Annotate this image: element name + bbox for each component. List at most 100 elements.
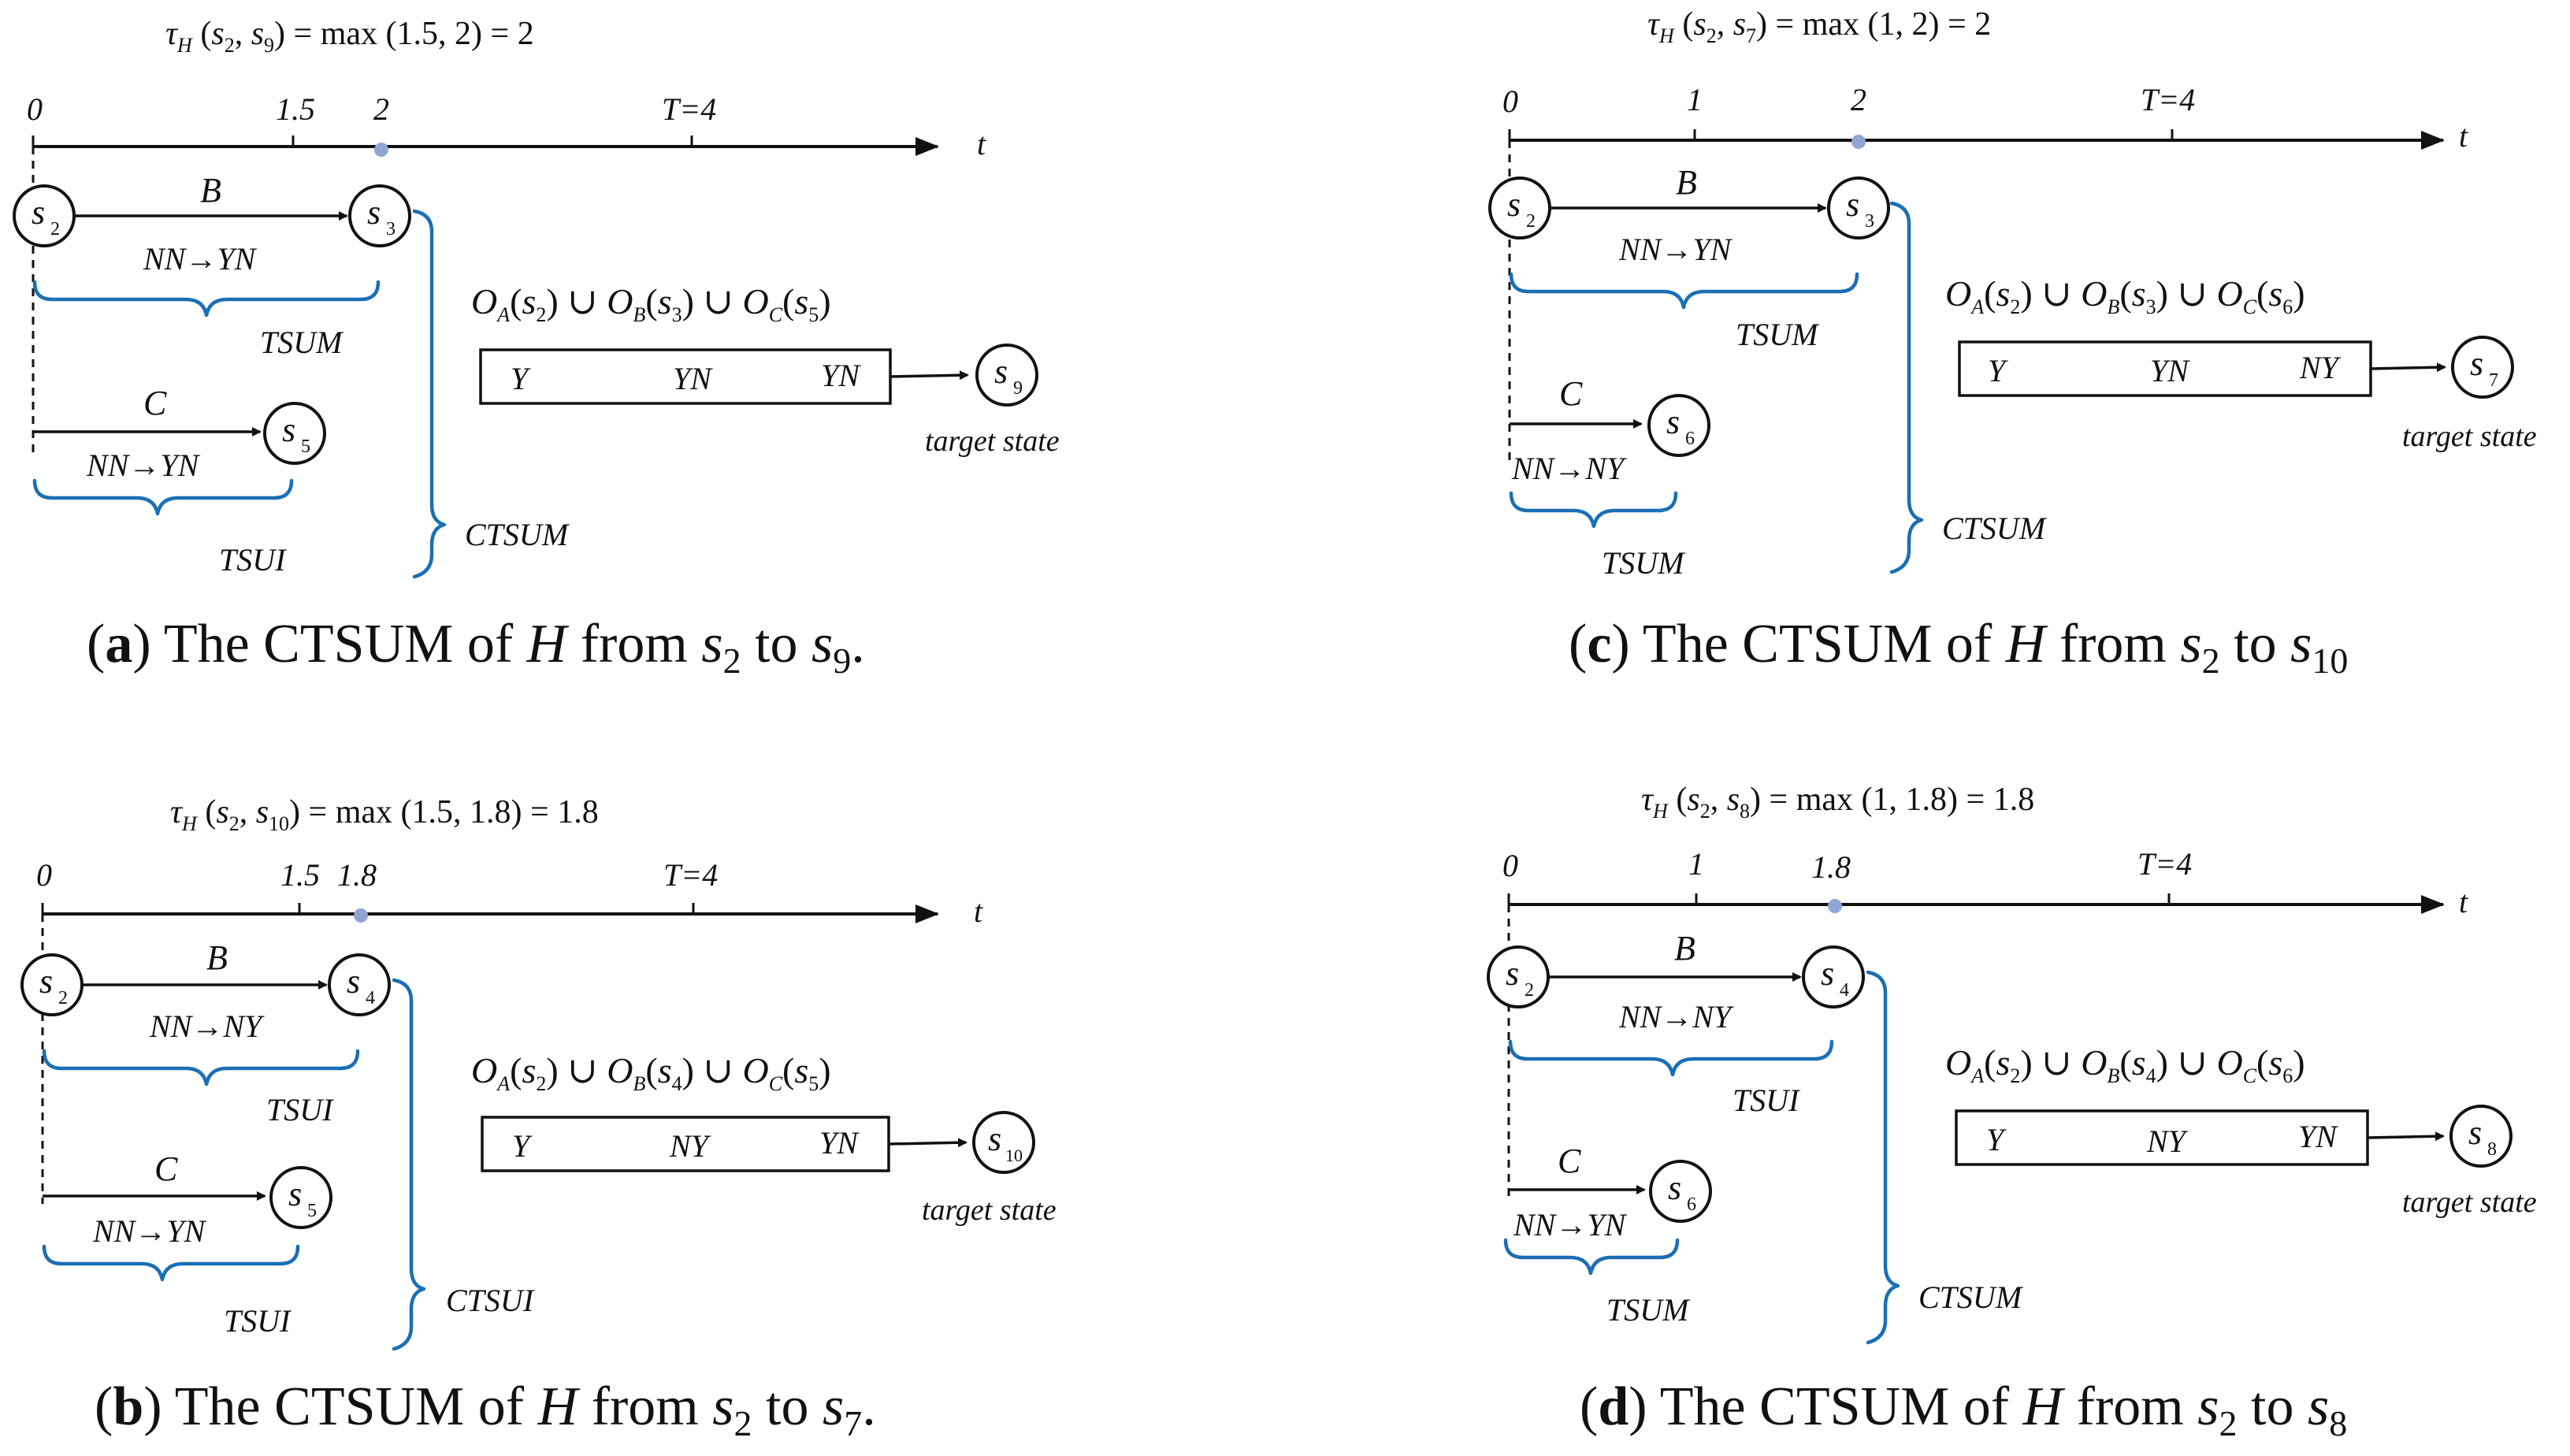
- brace-edge-c: [32, 478, 294, 516]
- edge-b-transition: NN→YN: [143, 241, 258, 277]
- panel-d: τH (s2, s8) = max (1, 1.8) = 1.8 t 0 1 1…: [1285, 728, 2570, 1456]
- target-arrow: [2367, 1131, 2445, 1142]
- svg-text:7: 7: [2489, 370, 2498, 391]
- panel-b: τH (s2, s10) = max (1.5, 1.8) = 1.8 t 0 …: [0, 728, 1285, 1456]
- panel-a: τH (s2, s9) = max (1.5, 2) = 2 t 0 1.5 2…: [0, 0, 1285, 728]
- edge-b-transition: NN→NY: [149, 1008, 265, 1044]
- brace-edge-c-label: TSUI: [219, 542, 287, 578]
- svg-text:s: s: [32, 193, 45, 232]
- edge-b-label: B: [206, 938, 228, 977]
- brace-edge-b-label: TSUM: [260, 325, 344, 360]
- tick-label: 0: [1502, 848, 1518, 883]
- caption-c: (c) The CTSUM of H from s2 to s10: [1569, 614, 2349, 681]
- target-arrow: [888, 1138, 967, 1148]
- observation-value: YN: [673, 361, 713, 396]
- observation-value: NY: [669, 1128, 711, 1164]
- brace-edge-b: [1509, 272, 1859, 310]
- brace-edge-c: [42, 1244, 300, 1282]
- edge-b-label: B: [1674, 929, 1695, 968]
- union-expression: OA(s2) ∪ OB(s4) ∪ OC(s6): [1945, 1042, 2305, 1087]
- svg-text:s: s: [994, 352, 1008, 391]
- edge-c-label: C: [1558, 1142, 1581, 1180]
- brace-combined: [412, 209, 447, 579]
- tick-label: 1.5: [276, 91, 315, 127]
- svg-text:s: s: [367, 193, 381, 232]
- tick-label: 2: [1851, 82, 1866, 117]
- tick-label: 2: [373, 91, 389, 127]
- tick-label: T=4: [2137, 846, 2192, 882]
- svg-text:4: 4: [366, 988, 375, 1008]
- svg-text:2: 2: [58, 988, 68, 1008]
- brace-combined: [1866, 970, 1900, 1345]
- brace-edge-c: [1503, 1238, 1680, 1276]
- tick-label: 1: [1687, 82, 1703, 117]
- completion-marker-dot: [374, 143, 388, 157]
- target-state-label: target state: [2402, 1186, 2537, 1219]
- brace-combined-label: CTSUI: [446, 1283, 535, 1318]
- tick-label: 0: [1502, 84, 1518, 119]
- svg-text:10: 10: [1005, 1146, 1023, 1165]
- brace-edge-c-label: TSUM: [1602, 545, 1686, 581]
- caption-a: (a) The CTSUM of H from s2 to s9.: [87, 614, 865, 681]
- svg-text:s: s: [2468, 1113, 2482, 1152]
- edge-c-transition: NN→NY: [1511, 451, 1627, 486]
- union-expression: OA(s2) ∪ OB(s3) ∪ OC(s5): [471, 281, 831, 326]
- edge-c-transition: NN→YN: [86, 448, 201, 483]
- axis-label-t: t: [974, 893, 983, 929]
- svg-text:s: s: [347, 962, 360, 1001]
- observation-box: [1955, 1109, 2369, 1166]
- svg-text:s: s: [282, 410, 295, 449]
- svg-text:8: 8: [2487, 1139, 2497, 1160]
- observation-value: Y: [1988, 353, 2008, 388]
- brace-combined: [1889, 201, 1924, 574]
- observation-value: NY: [2299, 350, 2342, 385]
- axis-label-t: t: [2459, 884, 2468, 919]
- brace-edge-b-label: TSUM: [1736, 317, 1820, 352]
- svg-text:s: s: [1506, 954, 1519, 993]
- svg-text:3: 3: [1865, 211, 1874, 232]
- observation-box: [1958, 340, 2372, 397]
- panel-c: τH (s2, s7) = max (1, 2) = 2 t 0 1 2 T=4…: [1285, 0, 2570, 728]
- edge-b-label: B: [1676, 163, 1697, 202]
- brace-edge-b: [42, 1049, 360, 1086]
- caption-d: (d) The CTSUM of H from s2 to s8: [1580, 1376, 2348, 1443]
- svg-text:s: s: [1821, 954, 1834, 993]
- observation-value: NY: [2146, 1124, 2189, 1159]
- edge-c-label: C: [143, 384, 167, 422]
- ctsum-diagram-c: τH (s2, s7) = max (1, 2) = 2 t 0 1 2 T=4…: [1488, 6, 2537, 581]
- svg-text:2: 2: [1525, 980, 1534, 1001]
- observation-value: Y: [512, 1128, 533, 1164]
- axis-label-t: t: [977, 126, 986, 162]
- svg-text:6: 6: [1685, 429, 1695, 449]
- tick-label: 1: [1688, 846, 1704, 882]
- tick-label: T=4: [2141, 82, 2195, 117]
- target-arrow: [2370, 362, 2446, 373]
- brace-edge-c-label: TSUM: [1606, 1292, 1691, 1328]
- edge-c-label: C: [1559, 374, 1583, 413]
- svg-text:3: 3: [386, 219, 396, 240]
- brace-combined: [392, 978, 426, 1351]
- ctsum-diagram-b: τH (s2, s10) = max (1.5, 1.8) = 1.8 t 0 …: [20, 794, 1057, 1351]
- tick-label: 1.8: [1811, 849, 1851, 885]
- target-state-label: target state: [2402, 420, 2537, 453]
- tick-label: 1.5: [280, 857, 320, 893]
- brace-edge-b-label: TSUI: [1733, 1083, 1800, 1118]
- observation-value: Y: [1986, 1122, 2007, 1157]
- edge-c-transition: NN→YN: [1513, 1207, 1628, 1242]
- duration-formula: τH (s2, s8) = max (1, 1.8) = 1.8: [1641, 782, 2034, 823]
- brace-edge-c-label: TSUI: [224, 1303, 292, 1339]
- observation-value: Y: [511, 361, 531, 396]
- observation-value: YN: [821, 358, 861, 393]
- svg-text:s: s: [988, 1120, 1001, 1158]
